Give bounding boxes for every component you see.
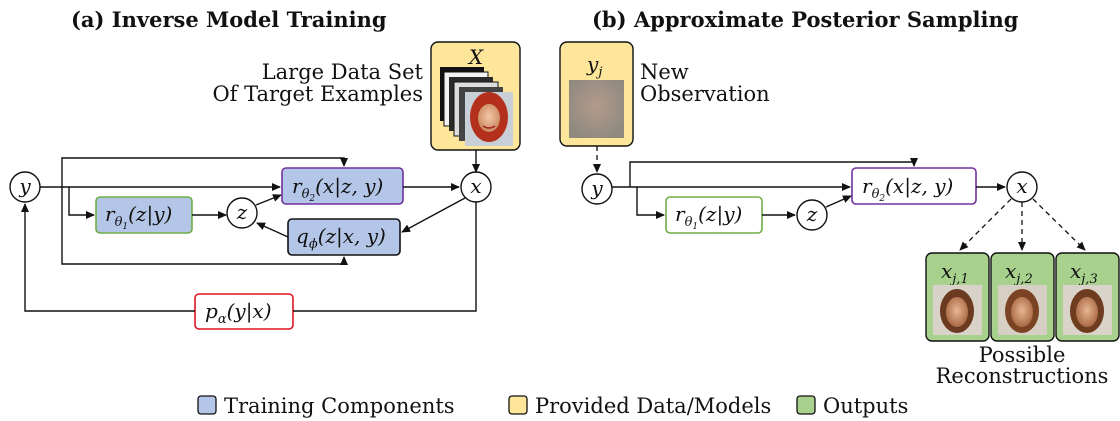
r-theta2-box-b: rθ2(x|z, y) — [851, 167, 977, 205]
r-theta2-a-subsub: 2 — [308, 194, 315, 204]
r-theta2-b-subsub: 2 — [878, 194, 885, 204]
r-theta1-b-sub: θ — [685, 215, 693, 230]
node-z-b — [796, 199, 828, 231]
node-x-b-label: x — [1016, 174, 1027, 198]
node-z-a — [226, 197, 258, 229]
legend-swatch-provided — [508, 395, 528, 415]
legend-swatch-training — [197, 395, 217, 415]
r-theta1-a-name: r — [105, 202, 116, 226]
q-phi-a-args: (z|x, y) — [318, 224, 386, 249]
r-theta1-a-subsub: 1 — [122, 222, 128, 232]
r-theta2-b-name: r — [862, 174, 873, 198]
legend-label-training: Training Components — [224, 394, 455, 418]
svg-text:yj: yj — [586, 52, 602, 80]
svg-text:pα(y|x): pα(y|x) — [205, 299, 272, 327]
output-2-var: x — [1005, 259, 1016, 283]
r-theta1-box-b: rθ1(z|y) — [665, 196, 763, 234]
outputs-label-line2: Reconstructions — [936, 364, 1109, 388]
output-3-var: x — [1070, 259, 1081, 283]
r-theta1-a-sub: θ — [115, 215, 123, 230]
dataset-box: X — [430, 41, 521, 151]
p-alpha-a-sub: α — [218, 312, 227, 327]
dataset-image-stack — [440, 67, 513, 146]
q-phi-a-sub: ϕ — [309, 237, 318, 252]
observation-label-line1: New — [640, 60, 689, 84]
output-1-sub: j,1 — [949, 272, 968, 287]
svg-text:xj,1: xj,1 — [941, 259, 969, 287]
observation-sub: j — [595, 65, 602, 80]
q-phi-a-name: q — [296, 224, 309, 248]
svg-text:rθ2(x|z, y): rθ2(x|z, y) — [292, 174, 383, 204]
r-theta1-a-args: (z|y) — [128, 202, 172, 227]
node-z-b-label: z — [806, 202, 818, 226]
node-y-a-label: y — [18, 174, 31, 198]
observation-label-line2: Observation — [640, 82, 770, 106]
edges-panel-a — [21, 150, 480, 312]
observation-image — [569, 80, 624, 138]
r-theta2-box-a: rθ2(x|z, y) — [281, 167, 404, 205]
legend: Training Components Provided Data/Models… — [197, 394, 908, 418]
r-theta1-b-args: (z|y) — [698, 202, 742, 227]
panel-a-title: (a) Inverse Model Training — [71, 7, 387, 32]
svg-text:rθ1(z|y): rθ1(z|y) — [105, 202, 172, 232]
q-phi-box-a: qϕ(z|x, y) — [287, 218, 401, 256]
dataset-var: X — [467, 45, 484, 69]
legend-label-provided: Provided Data/Models — [535, 394, 771, 418]
output-box-2: xj,2 — [990, 252, 1055, 342]
r-theta2-b-sub: θ — [872, 187, 880, 202]
node-x-a-label: x — [470, 174, 481, 198]
node-z-a-label: z — [236, 200, 248, 224]
output-1-var: x — [941, 259, 952, 283]
r-theta2-a-name: r — [292, 174, 303, 198]
p-alpha-a-args: (y|x) — [227, 299, 272, 324]
svg-text:qϕ(z|x, y): qϕ(z|x, y) — [296, 224, 386, 252]
r-theta2-a-args: (x|z, y) — [315, 174, 383, 199]
node-y-b — [581, 173, 613, 205]
r-theta2-b-args: (x|z, y) — [885, 174, 953, 199]
node-y-b-label: y — [590, 176, 603, 200]
r-theta1-b-name: r — [675, 202, 686, 226]
legend-label-outputs: Outputs — [823, 394, 908, 418]
output-box-3: xj,3 — [1055, 252, 1120, 342]
panel-b-title: (b) Approximate Posterior Sampling — [592, 7, 1019, 32]
dataset-label-line2: Of Target Examples — [212, 82, 423, 106]
output-box-1: xj,1 — [925, 252, 990, 342]
svg-text:rθ2(x|z, y): rθ2(x|z, y) — [862, 174, 953, 204]
observation-var: y — [586, 52, 599, 76]
p-alpha-a-name: p — [205, 299, 218, 323]
legend-swatch-outputs — [796, 395, 816, 415]
output-3-sub: j,3 — [1078, 272, 1097, 287]
p-alpha-box-a: pα(y|x) — [194, 293, 294, 330]
output-2-sub: j,2 — [1013, 272, 1032, 287]
r-theta1-b-subsub: 1 — [692, 222, 698, 232]
r-theta2-a-sub: θ — [302, 187, 310, 202]
svg-text:xj,2: xj,2 — [1005, 259, 1033, 287]
r-theta1-box-a: rθ1(z|y) — [95, 196, 193, 234]
observation-box: yj — [559, 41, 634, 147]
dataset-label-line1: Large Data Set — [262, 60, 424, 84]
outputs-label-line1: Possible — [979, 343, 1066, 367]
edges-panel-b — [593, 146, 1086, 251]
svg-text:xj,3: xj,3 — [1070, 259, 1098, 287]
svg-text:rθ1(z|y): rθ1(z|y) — [675, 202, 742, 232]
